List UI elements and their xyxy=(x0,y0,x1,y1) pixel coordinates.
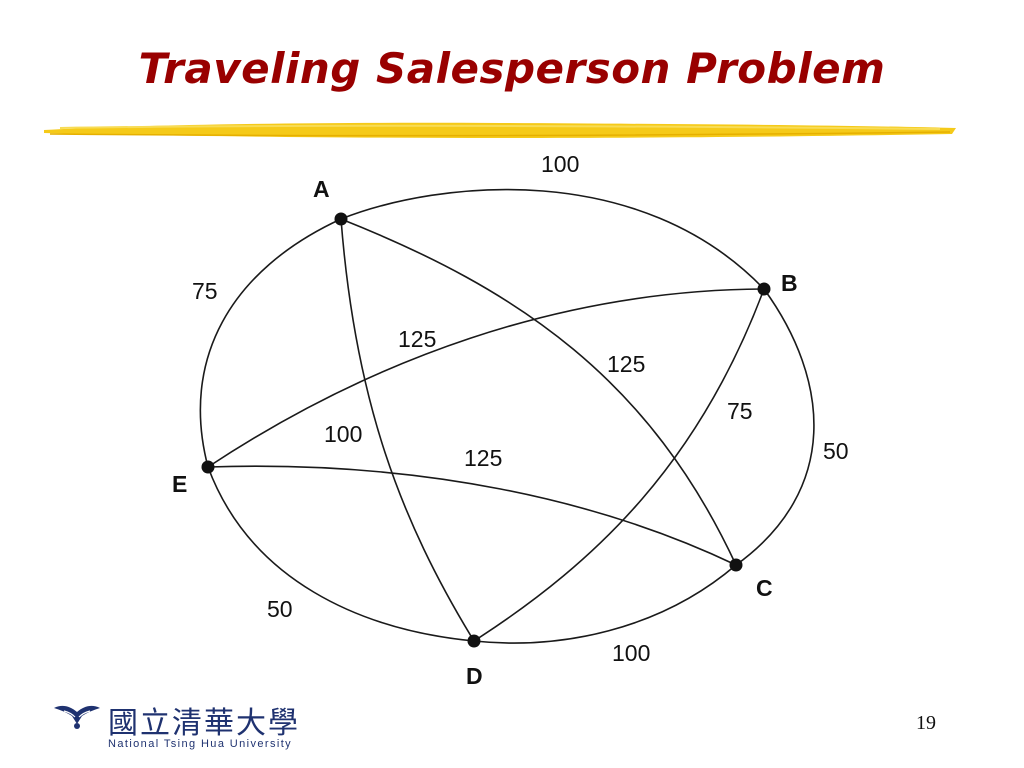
weight-d-e: 50 xyxy=(267,596,293,622)
node-label-c: C xyxy=(756,575,773,601)
edge-e-b xyxy=(207,288,765,468)
edge-d-e xyxy=(207,466,475,642)
title-underline-brush xyxy=(44,122,956,138)
node-a xyxy=(334,212,348,226)
nthu-emblem-icon xyxy=(54,705,100,729)
node-d xyxy=(467,634,481,648)
edge-b-d xyxy=(473,288,765,642)
node-c xyxy=(729,558,743,572)
node-label-e: E xyxy=(172,471,187,497)
edge-a-d xyxy=(340,218,475,642)
edge-a-b xyxy=(340,188,765,290)
slide-title: Traveling Salesperson Problem xyxy=(138,44,886,93)
university-logo: 國立清華大學 National Tsing Hua University xyxy=(52,698,322,758)
university-name-chinese: 國立清華大學 xyxy=(108,706,300,741)
edge-b-c xyxy=(735,288,815,566)
weight-a-c: 125 xyxy=(607,351,645,377)
university-name-english: National Tsing Hua University xyxy=(108,738,293,750)
node-label-a: A xyxy=(313,176,330,202)
weight-a-d: 100 xyxy=(324,421,362,447)
weight-b-c: 50 xyxy=(823,438,849,464)
node-b xyxy=(757,282,771,296)
edge-e-c xyxy=(207,465,737,566)
node-e xyxy=(201,460,215,474)
weight-e-a: 75 xyxy=(192,278,218,304)
edge-e-a xyxy=(199,218,342,468)
weight-e-c: 125 xyxy=(464,445,502,471)
weight-c-d: 100 xyxy=(612,640,650,666)
weight-a-b: 100 xyxy=(541,151,579,177)
edge-c-d xyxy=(473,564,737,644)
page-number: 19 xyxy=(916,712,936,734)
weight-e-b: 125 xyxy=(398,326,436,352)
node-label-d: D xyxy=(466,663,483,689)
weight-b-d: 75 xyxy=(727,398,753,424)
edge-a-c xyxy=(340,218,737,566)
node-label-b: B xyxy=(781,270,798,296)
